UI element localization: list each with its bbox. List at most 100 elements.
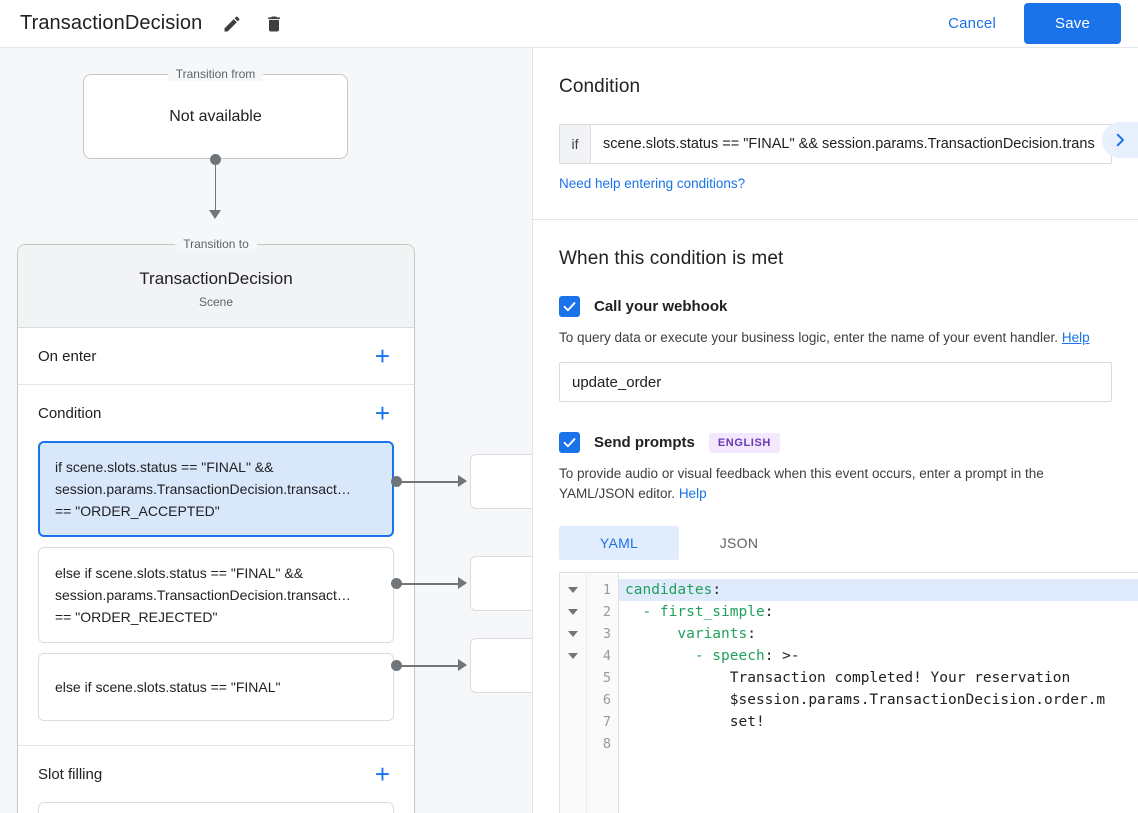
condition-line-1: if scene.slots.status == "FINAL" && <box>55 459 274 475</box>
editor-code-area[interactable]: candidates: - first_simple: variants: - … <box>619 573 1138 813</box>
prompts-help-link[interactable]: Help <box>678 486 707 501</box>
yaml-punct: : <box>747 626 756 642</box>
condition-card[interactable]: if scene.slots.status == "FINAL" && sess… <box>38 441 394 537</box>
tab-yaml[interactable]: YAML <box>559 526 679 560</box>
scene-type: Scene <box>198 295 234 309</box>
condition-line-3: == "ORDER_ACCEPTED" <box>55 503 220 519</box>
edge-line <box>397 583 463 585</box>
caret-down-icon[interactable] <box>568 631 578 637</box>
code-line[interactable]: $session.params.TransactionDecision.orde… <box>625 692 1106 708</box>
panel-when-met-section: When this condition is met Call your web… <box>533 220 1138 560</box>
section-slot-filling: Slot filling + Slot validation <box>18 746 414 813</box>
fold-caret-icon[interactable] <box>560 601 586 623</box>
fold-caret-icon[interactable] <box>560 623 586 645</box>
condition-line-2: session.params.TransactionDecision.trans… <box>55 481 351 497</box>
condition-help-link[interactable]: Need help entering conditions? <box>559 176 746 191</box>
code-line[interactable]: variants: <box>619 623 1138 645</box>
edge-dot <box>391 660 402 671</box>
section-header-on-enter: On enter + <box>38 328 394 384</box>
section-header-slot-filling: Slot filling + <box>38 746 394 802</box>
line-number: 2 <box>602 604 611 620</box>
fold-caret-icon[interactable] <box>560 645 586 667</box>
add-slot-filling-button[interactable]: + <box>374 759 390 789</box>
edge-arrow <box>458 659 467 671</box>
line-number: 7 <box>602 714 611 730</box>
yaml-key: candidates <box>625 582 713 598</box>
add-on-enter-button[interactable]: + <box>374 341 390 371</box>
fold-spacer <box>560 667 586 689</box>
line-number: 3 <box>602 626 611 642</box>
call-webhook-row: Call your webhook <box>559 296 1112 317</box>
line-number: 6 <box>602 692 611 708</box>
edge-line <box>397 481 463 483</box>
condition-line-1: else if scene.slots.status == "FINAL" <box>55 679 281 695</box>
call-webhook-checkbox[interactable] <box>559 296 580 317</box>
caret-down-icon[interactable] <box>568 587 578 593</box>
condition-line-3: == "ORDER_REJECTED" <box>55 609 218 625</box>
panel-condition-section: Condition if Need help entering conditio… <box>533 48 1138 220</box>
transition-from-node[interactable]: Transition from Not available <box>83 67 348 159</box>
edge-arrow <box>458 475 467 487</box>
scene-name: TransactionDecision <box>139 269 293 288</box>
transition-from-value: Not available <box>169 107 262 125</box>
transition-target-node[interactable] <box>470 638 532 693</box>
slot-validation-card[interactable]: Slot validation <box>38 802 394 813</box>
transition-to-node[interactable]: Transition to TransactionDecision Scene … <box>17 237 415 813</box>
page-title: TransactionDecision <box>20 12 203 34</box>
condition-card[interactable]: else if scene.slots.status == "FINAL" <box>38 653 394 721</box>
code-line[interactable]: - first_simple: <box>619 601 1138 623</box>
condition-expression-input[interactable] <box>590 124 1112 164</box>
yaml-punct: : <box>764 604 774 620</box>
fold-caret-icon[interactable] <box>560 579 586 601</box>
fold-spacer <box>560 733 586 755</box>
section-on-enter: On enter + <box>18 328 414 385</box>
send-prompts-row: Send prompts ENGLISH <box>559 432 1112 453</box>
transition-target-node[interactable] <box>470 454 532 509</box>
trash-icon[interactable] <box>262 12 286 36</box>
event-handler-input[interactable] <box>559 362 1112 402</box>
send-prompts-description: To provide audio or visual feedback when… <box>559 464 1112 504</box>
condition-card[interactable]: else if scene.slots.status == "FINAL" &&… <box>38 547 394 643</box>
fold-spacer <box>560 711 586 733</box>
fold-spacer <box>560 689 586 711</box>
send-prompts-label: Send prompts <box>594 434 695 451</box>
edge-line <box>397 665 463 667</box>
call-webhook-description-text: To query data or execute your business l… <box>559 330 1059 345</box>
send-prompts-checkbox[interactable] <box>559 432 580 453</box>
condition-line-1: else if scene.slots.status == "FINAL" && <box>55 565 304 581</box>
code-line[interactable] <box>619 733 1138 755</box>
condition-list: if scene.slots.status == "FINAL" && sess… <box>38 441 394 745</box>
caret-down-icon[interactable] <box>568 653 578 659</box>
condition-heading: Condition <box>559 76 641 97</box>
chevron-right-icon[interactable] <box>1102 122 1138 158</box>
caret-down-icon[interactable] <box>568 609 578 615</box>
save-button[interactable]: Save <box>1024 3 1121 44</box>
top-bar-actions: Cancel Save <box>934 3 1138 44</box>
connector-line <box>214 159 216 211</box>
code-line[interactable]: - speech: >- <box>619 645 1138 667</box>
code-line[interactable]: set! <box>625 714 765 730</box>
line-number: 1 <box>602 582 611 598</box>
transition-target-node[interactable] <box>470 556 532 611</box>
yaml-punct: : >- <box>764 648 800 664</box>
line-number: 8 <box>602 736 611 752</box>
scene-graph-canvas[interactable]: Transition from Not available Transition… <box>0 48 532 813</box>
section-header-condition: Condition + <box>38 385 394 441</box>
code-line[interactable]: Transaction completed! Your reservation <box>625 670 1071 686</box>
tab-json[interactable]: JSON <box>719 535 759 551</box>
webhook-help-link[interactable]: Help <box>1061 330 1090 345</box>
code-line[interactable]: candidates: <box>619 579 1138 601</box>
section-title-condition: Condition <box>38 404 102 422</box>
pencil-icon[interactable] <box>220 12 244 36</box>
yaml-key: - speech <box>694 648 765 664</box>
call-webhook-label: Call your webhook <box>594 298 728 315</box>
connector-arrow <box>209 210 221 219</box>
transition-to-legend: Transition to <box>175 237 257 251</box>
scene-header: TransactionDecision Scene <box>18 245 414 328</box>
cancel-button[interactable]: Cancel <box>934 6 1010 41</box>
condition-line-2: session.params.TransactionDecision.trans… <box>55 587 351 603</box>
add-condition-button[interactable]: + <box>374 398 390 428</box>
